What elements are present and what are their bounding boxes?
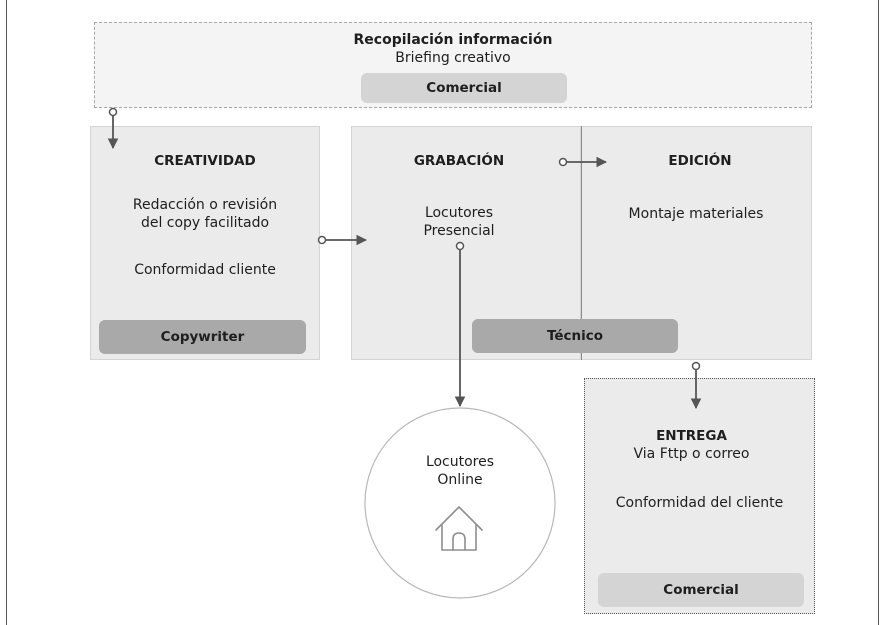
edicion-title: EDICIÓN (668, 153, 732, 169)
connector-grabacion-to-edicion (558, 156, 608, 168)
creatividad-line-2: del copy facilitado (140, 215, 270, 231)
right-border-line (878, 0, 879, 625)
info-gathering-title: Recopilación información (353, 32, 553, 48)
entrega-subtitle: Via Fttp o correo (633, 446, 750, 462)
top-role-badge: Comercial (361, 73, 567, 103)
connector-presencial-to-online (454, 241, 466, 408)
grabacion-line-2: Presencial (423, 223, 495, 239)
entrega-role-badge: Comercial (598, 573, 804, 607)
entrega-line-1: Conformidad del cliente (615, 495, 784, 511)
info-gathering-subtitle: Briefing creativo (395, 50, 511, 66)
edicion-line-1: Montaje materiales (628, 206, 764, 222)
creatividad-line-3: Conformidad cliente (134, 262, 276, 278)
connector-creatividad-to-grabacion (317, 234, 368, 246)
online-line-2: Online (437, 472, 483, 488)
grabacion-line-1: Locutores (424, 205, 494, 221)
entrega-title: ENTREGA (656, 428, 727, 444)
copywriter-role-badge: Copywriter (99, 320, 306, 354)
tecnico-role-badge: Técnico (472, 319, 678, 353)
creatividad-title: CREATIVIDAD (154, 153, 256, 169)
grabacion-title: GRABACIÓN (413, 153, 505, 169)
online-circle (364, 407, 556, 599)
left-border-line (6, 0, 7, 625)
grabacion-edicion-divider (581, 126, 582, 360)
home-icon (435, 506, 483, 551)
connector-edicion-to-entrega (690, 361, 702, 410)
connector-info-to-creatividad (107, 107, 119, 150)
creatividad-line-1: Redacción o revisión (132, 197, 278, 213)
online-line-1: Locutores (425, 454, 495, 470)
